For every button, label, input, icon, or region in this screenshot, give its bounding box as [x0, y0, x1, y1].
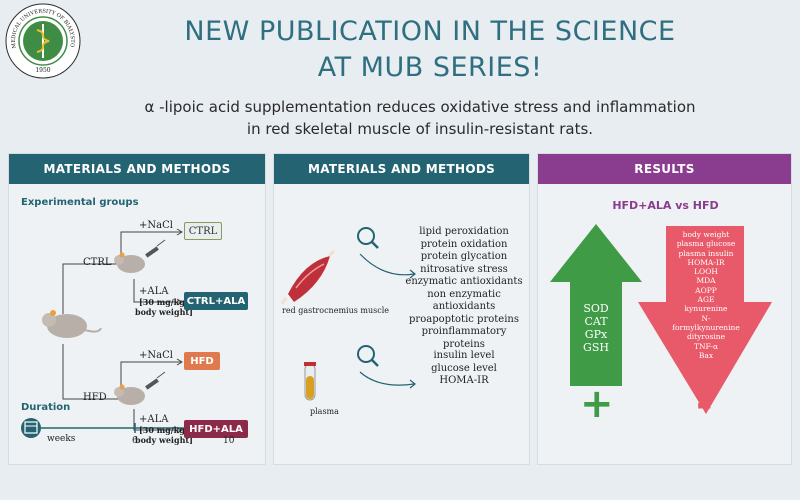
- panel-2-header: MATERIALS AND METHODS: [274, 154, 529, 184]
- assays-diagram: [280, 227, 416, 401]
- experimental-groups-panel: MATERIALS AND METHODS Experimental group…: [8, 153, 266, 465]
- decreased-marker: plasma insulin: [678, 248, 734, 258]
- comparison-label: HFD+ALA vs HFD: [612, 199, 719, 212]
- nacl-label-bottom: +NaCl: [139, 350, 173, 361]
- assays-panel: MATERIALS AND METHODS red gastrocnemius …: [273, 153, 530, 465]
- decreased-marker: kynurenine: [684, 304, 728, 314]
- decreased-marker: AGE: [697, 295, 715, 305]
- decreased-marker: dityrosine: [686, 332, 726, 342]
- plasma-assay-item: insulin level: [433, 350, 495, 361]
- panel-1-header: MATERIALS AND METHODS: [9, 154, 265, 184]
- dose-label-bottom-2: body weight]: [135, 435, 193, 445]
- publication-title-line-2: in red skeletal muscle of insulin-resist…: [246, 120, 594, 138]
- muscle-assay-item: nitrosative stress: [420, 263, 508, 275]
- duration-title: Duration: [21, 402, 71, 413]
- headline: NEW PUBLICATION IN THE SCIENCE AT MUB SE…: [0, 14, 800, 86]
- decreased-marker: Bax: [698, 350, 714, 360]
- logo-year: 1950: [35, 67, 50, 74]
- ala-label-top: +ALA: [139, 286, 169, 297]
- increased-marker: GPx: [584, 328, 608, 341]
- publication-title-line-1: α -lipoic acid supplementation reduces o…: [144, 98, 696, 116]
- calendar-icon: [21, 418, 41, 438]
- muscle-assay-item: protein oxidation: [420, 238, 508, 250]
- magnifier-icon: [357, 345, 379, 367]
- ctrl-branch-label: CTRL: [83, 257, 112, 268]
- decreased-marker: AOPP: [695, 285, 717, 295]
- group-box-hfd-ala: HFD+ALA: [184, 420, 248, 438]
- minus-sign: -: [696, 381, 713, 427]
- rat-icon-hfd: [114, 384, 145, 405]
- tick-6: 6: [132, 436, 138, 446]
- decreased-marker: body weight: [682, 230, 730, 239]
- decreased-marker: HOMA-IR: [687, 257, 725, 267]
- muscle-label: red gastrocnemius muscle: [282, 306, 390, 315]
- muscle-assay-item: enzymatic antioxidants: [405, 276, 523, 287]
- increased-marker: SOD: [583, 302, 609, 315]
- increased-marker: GSH: [583, 341, 609, 354]
- increased-marker: CAT: [584, 315, 608, 328]
- headline-line-2: AT MUB SERIES!: [317, 52, 543, 83]
- decrease-arrow: [638, 226, 772, 414]
- plus-sign: +: [580, 381, 614, 427]
- weeks-label: weeks: [47, 434, 76, 444]
- muscle-assay-item: non enzymatic antioxidants: [427, 288, 501, 313]
- results-arrows: [550, 224, 772, 414]
- dose-label-bottom-1: [30 mg/kg: [139, 425, 185, 435]
- syringe-icon: [145, 371, 166, 390]
- decreased-marker: TNF-α: [693, 341, 719, 351]
- tick-10: 10: [223, 436, 235, 446]
- syringe-icon: [145, 239, 166, 258]
- muscle-icon: [280, 249, 336, 305]
- muscle-assay-item: lipid peroxidation: [419, 226, 509, 237]
- group-box-hfd: HFD: [184, 352, 220, 370]
- magnifier-icon: [357, 227, 379, 249]
- publication-title: α -lipoic acid supplementation reduces o…: [0, 96, 800, 140]
- groups-diagram: [21, 228, 247, 438]
- dose-label-top-1: [30 mg/kg: [139, 297, 185, 307]
- ala-label-bottom: +ALA: [139, 414, 169, 425]
- panel-3-header: RESULTS: [538, 154, 791, 184]
- decreased-marker: LOOH: [694, 267, 718, 277]
- groups-title: Experimental groups: [21, 197, 139, 208]
- headline-line-1: NEW PUBLICATION IN THE SCIENCE: [184, 16, 676, 47]
- nacl-label-top: +NaCl: [139, 220, 173, 231]
- muscle-assay-item: protein glycation: [420, 251, 508, 262]
- hfd-branch-label: HFD: [83, 392, 107, 403]
- rat-icon-ctrl: [114, 252, 145, 273]
- increase-arrow: [550, 224, 642, 386]
- rat-icon: [42, 310, 102, 338]
- university-logo: 1950 MEDICAL UNIVERSITY OF BIAŁYSTOK: [4, 2, 81, 79]
- group-box-ctrl: CTRL: [184, 222, 222, 240]
- plasma-label: plasma: [310, 407, 339, 416]
- muscle-assay-item: proinflammatory proteins: [421, 326, 507, 350]
- plasma-assay-item: HOMA-IR: [439, 375, 489, 386]
- decreased-marker: N-formylkynurenine: [672, 313, 740, 332]
- plasma-tube-icon: [304, 362, 316, 401]
- group-box-ctrl-ala: CTRL+ALA: [184, 292, 248, 310]
- decreased-marker: MDA: [696, 276, 716, 286]
- dose-label-top-2: body weight]: [135, 307, 193, 317]
- plasma-assay-item: glucose level: [431, 362, 497, 374]
- decreased-marker: plasma glucose: [676, 239, 736, 249]
- muscle-assay-item: proapoptotic proteins: [409, 313, 519, 325]
